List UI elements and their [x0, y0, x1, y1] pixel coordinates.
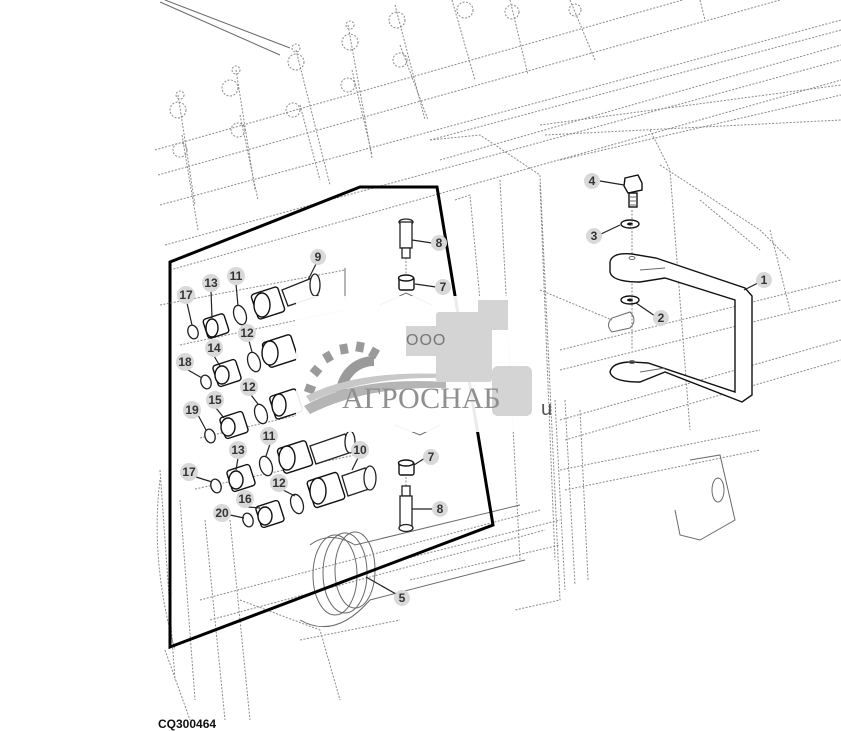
- leader-lines: [186, 180, 759, 595]
- callout-12b: 12: [240, 378, 258, 396]
- u-bracket-assembly: [539, 174, 753, 403]
- svg-text:11: 11: [230, 269, 243, 283]
- svg-text:16: 16: [238, 492, 252, 506]
- reel-tines: [169, 0, 706, 231]
- svg-text:5: 5: [399, 591, 406, 605]
- coupler-assembly: [187, 218, 441, 533]
- svg-text:7: 7: [428, 450, 435, 464]
- bolt: [623, 174, 643, 208]
- svg-text:12: 12: [272, 476, 286, 490]
- callout-11b: 11: [260, 427, 278, 445]
- svg-text:9: 9: [315, 250, 322, 264]
- callout-15: 15: [206, 391, 224, 409]
- callout-10: 10: [351, 441, 369, 459]
- figure-id-label: CQ300464: [158, 717, 217, 731]
- row-4: [210, 430, 356, 494]
- svg-text:15: 15: [208, 393, 222, 407]
- callout-11a: 11: [227, 267, 245, 285]
- callout-14: 14: [205, 339, 223, 357]
- callout-4: 4: [584, 173, 600, 189]
- callout-12c: 12: [270, 474, 288, 492]
- callout-19: 19: [183, 401, 201, 419]
- callout-18: 18: [176, 353, 194, 371]
- callout-7b: 7: [423, 449, 439, 465]
- svg-text:14: 14: [207, 341, 221, 355]
- bushing-lower: [397, 459, 415, 476]
- callout-17b: 17: [180, 463, 198, 481]
- pin-upper: [398, 218, 414, 259]
- svg-text:8: 8: [437, 502, 444, 516]
- callout-13a: 13: [202, 274, 220, 292]
- svg-text:3: 3: [591, 229, 598, 243]
- callout-20: 20: [213, 504, 231, 522]
- row-2: [200, 334, 299, 390]
- callout-13b: 13: [229, 441, 247, 459]
- callout-2: 2: [653, 310, 669, 326]
- callout-5: 5: [394, 590, 410, 606]
- bracket-body: [609, 252, 753, 403]
- svg-text:11: 11: [263, 429, 276, 443]
- svg-text:1: 1: [761, 273, 768, 287]
- svg-text:18: 18: [178, 355, 192, 369]
- callout-17a: 17: [177, 286, 195, 304]
- watermark-suffix: u: [541, 398, 553, 420]
- svg-text:17: 17: [179, 288, 193, 302]
- svg-text:2: 2: [658, 311, 665, 325]
- machine-frame-background: [154, 0, 841, 721]
- svg-text:17: 17: [182, 465, 196, 479]
- callout-12a: 12: [238, 324, 256, 342]
- svg-text:10: 10: [353, 443, 367, 457]
- callout-7a: 7: [435, 279, 451, 295]
- svg-text:12: 12: [240, 326, 254, 340]
- callout-3: 3: [586, 228, 602, 244]
- watermark-brand: АГРОСНАБ: [342, 382, 501, 415]
- svg-text:19: 19: [185, 403, 199, 417]
- callout-8a: 8: [431, 235, 447, 251]
- pin-lower: [398, 485, 414, 533]
- callout-16: 16: [236, 490, 254, 508]
- row-5: [242, 465, 377, 529]
- watermark: ООО АГРОСНАБ: [296, 296, 542, 432]
- svg-text:13: 13: [231, 443, 245, 457]
- svg-text:7: 7: [440, 280, 447, 294]
- callout-9: 9: [310, 249, 326, 265]
- svg-text:4: 4: [589, 174, 596, 188]
- callout-8b: 8: [432, 501, 448, 517]
- svg-text:12: 12: [242, 380, 256, 394]
- bushing-upper: [397, 274, 415, 291]
- svg-text:13: 13: [204, 276, 218, 290]
- callout-1: 1: [756, 272, 772, 288]
- watermark-prefix: ООО: [406, 332, 447, 349]
- svg-text:20: 20: [215, 506, 229, 520]
- combine-harvester-logo-icon: [303, 300, 532, 416]
- callout-badges: 1 2 3 4 5 7 7 8 8 9 10 11 11 12 12 12 13…: [176, 173, 772, 606]
- svg-text:8: 8: [436, 236, 443, 250]
